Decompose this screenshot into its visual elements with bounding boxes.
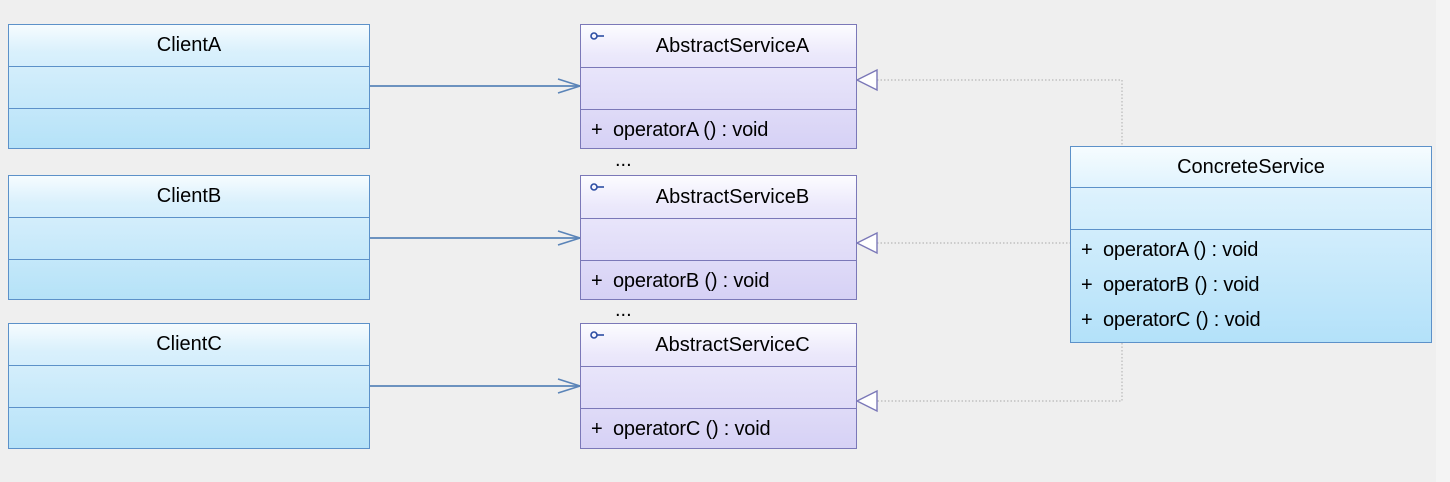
class-name-section: ClientC (9, 324, 369, 365)
class-name-section: AbstractServiceC (581, 324, 856, 366)
realization-concreteservice-abstractservicea[interactable] (855, 68, 1123, 148)
class-concreteservice[interactable]: ConcreteService + operatorA () : void + op… (1070, 146, 1432, 343)
interface-icon (590, 183, 604, 191)
attributes-section (581, 67, 856, 109)
operation-signature: operatorC () : void (1103, 309, 1261, 331)
operations-section: + operatorA () : void + operatorB () : voi… (1071, 229, 1431, 344)
class-name: AbstractServiceC (655, 333, 810, 356)
operation-signature: operatorA () : void (1103, 239, 1259, 261)
operations-section (9, 108, 369, 150)
scroll-gutter (1436, 0, 1450, 482)
ellipsis-marker: ... (615, 299, 632, 321)
class-abstractservicec[interactable]: AbstractServiceC + operatorC () : void (580, 323, 857, 449)
association-clienta-abstractservicea[interactable] (370, 78, 583, 94)
association-clientc-abstractservicec[interactable] (370, 378, 583, 394)
visibility-marker: + (591, 270, 603, 292)
operation-row[interactable]: + operatorA () : void (1081, 233, 1431, 268)
interface-icon (590, 32, 604, 40)
visibility-marker: + (591, 119, 603, 141)
realization-concreteservice-abstractservicec[interactable] (855, 343, 1123, 413)
operations-section: + operatorB () : void (581, 260, 856, 301)
class-clientc[interactable]: ClientC (8, 323, 370, 449)
attributes-section (9, 66, 369, 108)
operations-section: + operatorA () : void (581, 109, 856, 150)
class-name: ClientA (156, 34, 222, 56)
operation-signature: operatorA () : void (613, 119, 769, 141)
visibility-marker: + (1081, 239, 1093, 261)
attributes-section (581, 366, 856, 408)
class-abstractserviceb[interactable]: AbstractServiceB + operatorB () : void (580, 175, 857, 300)
operation-signature: operatorC () : void (613, 418, 771, 440)
attributes-section (9, 365, 369, 407)
operations-section (9, 407, 369, 450)
class-clientb[interactable]: ClientB (8, 175, 370, 300)
operation-row[interactable]: + operatorC () : void (591, 412, 856, 447)
ellipsis-marker: ... (615, 149, 632, 171)
class-clienta[interactable]: ClientA (8, 24, 370, 149)
class-name-section: AbstractServiceB (581, 176, 856, 218)
operations-section (9, 259, 369, 301)
class-name-section: ClientB (9, 176, 369, 217)
operation-signature: operatorB () : void (613, 270, 770, 292)
attributes-section (1071, 187, 1431, 229)
realization-concreteservice-abstractserviceb[interactable] (855, 231, 1070, 255)
operation-row[interactable]: + operatorA () : void (591, 113, 856, 148)
operation-row[interactable]: + operatorB () : void (591, 264, 856, 299)
visibility-marker: + (1081, 274, 1093, 296)
operations-section: + operatorC () : void (581, 408, 856, 450)
class-name: ConcreteService (1177, 155, 1325, 178)
attributes-section (581, 218, 856, 260)
class-name-section: ClientA (9, 25, 369, 66)
operation-signature: operatorB () : void (1103, 274, 1260, 296)
operation-row[interactable]: + operatorB () : void (1081, 268, 1431, 303)
class-name: AbstractServiceA (655, 34, 810, 57)
class-name: ClientB (156, 185, 222, 207)
visibility-marker: + (1081, 309, 1093, 331)
operation-row[interactable]: + operatorC () : void (1081, 303, 1431, 338)
class-name: AbstractServiceB (655, 185, 810, 208)
interface-icon (590, 331, 604, 339)
class-name: ClientC (156, 333, 222, 355)
class-abstractservicea[interactable]: AbstractServiceA + operatorA () : void (580, 24, 857, 149)
visibility-marker: + (591, 418, 603, 440)
attributes-section (9, 217, 369, 259)
class-name-section: AbstractServiceA (581, 25, 856, 67)
association-clientb-abstractserviceb[interactable] (370, 230, 583, 246)
class-name-section: ConcreteService (1071, 147, 1431, 187)
